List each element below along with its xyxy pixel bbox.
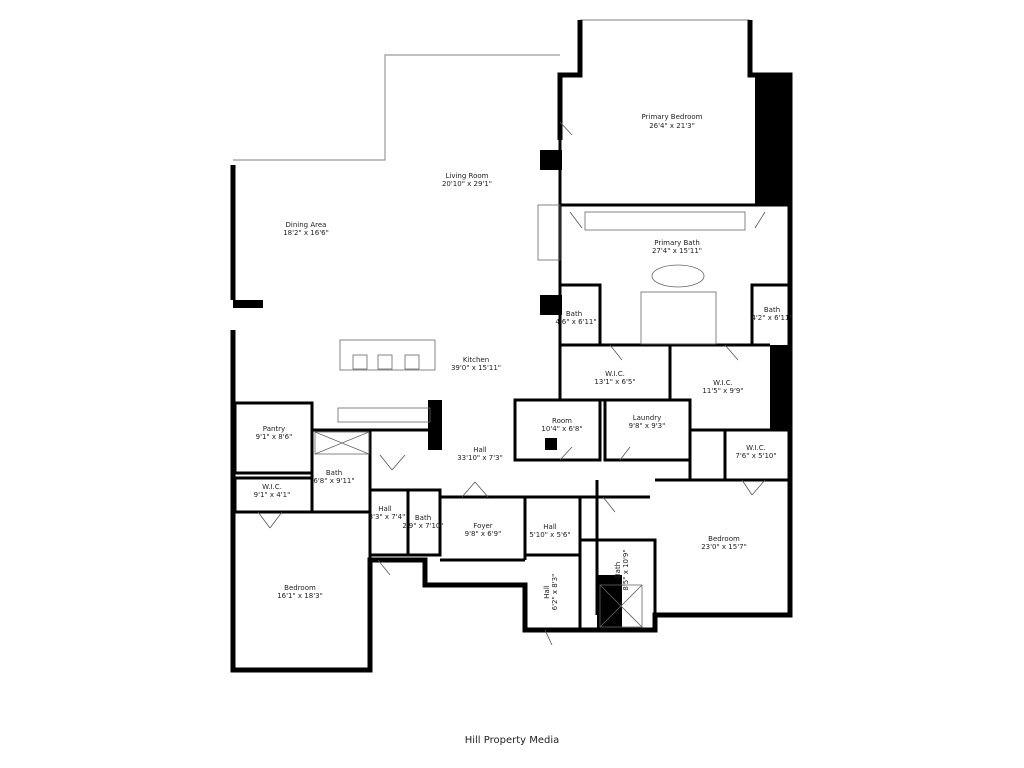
room-name: Pantry [263, 425, 285, 433]
room-dims: 6'8" x 9'11" [313, 477, 354, 485]
window-north-living [233, 54, 560, 161]
room-dims: 9'8" x 6'9" [465, 530, 502, 538]
room-dims: 4'2" x 6'11" [751, 314, 792, 322]
shower-box [314, 431, 370, 455]
room-dims: 3'3" x 7'4" [369, 513, 406, 521]
room-name: Foyer [473, 522, 493, 530]
room-name: Room [552, 417, 572, 425]
room-name: Hall [543, 523, 556, 531]
room-dims: 33'10" x 7'3" [457, 454, 503, 462]
room-name: Primary Bath [654, 239, 700, 247]
room-name: Hall [473, 446, 486, 454]
kitchen-counter [337, 407, 431, 423]
room-dims: 9'1" x 8'6" [256, 433, 293, 441]
bathtub [651, 264, 705, 288]
room-name: Laundry [633, 414, 662, 422]
room-name: Bedroom [708, 535, 740, 543]
room-dims: 7'6" x 5'10" [735, 452, 776, 460]
room-name: Dining Area [286, 221, 327, 229]
room-name: Primary Bedroom [642, 113, 703, 121]
room-name: Bedroom [284, 584, 316, 592]
room-name: W.I.C. [713, 379, 733, 387]
vanity [584, 211, 746, 231]
room-name: Bath [415, 514, 431, 522]
room-name: W.I.C. [746, 444, 766, 452]
fixtures [314, 204, 746, 628]
room-dims: 18'2" x 16'6" [283, 229, 329, 237]
room-dims: 4'6" x 6'11" [555, 318, 596, 326]
shower [640, 291, 717, 345]
room-dims: 13'1" x 6'5" [594, 378, 635, 386]
room-name: W.I.C. [605, 370, 625, 378]
room-dims: 11'5" x 9'9" [702, 387, 743, 395]
kitchen-island [339, 339, 436, 371]
room-dims: 6'2" x 8'3" [551, 574, 559, 611]
room-dims: 20'10" x 29'1" [442, 180, 492, 188]
room-dims: 27'4" x 15'11" [652, 247, 702, 255]
room-name: Bath [326, 469, 342, 477]
fireplace [537, 204, 561, 261]
stool [377, 354, 393, 370]
room-name: Hall [543, 585, 551, 598]
room-dims: 9'8" x 9'3" [629, 422, 666, 430]
room-dims: 5'10" x 5'6" [529, 531, 570, 539]
shower-box [599, 584, 643, 628]
room-name: W.I.C. [262, 483, 282, 491]
room-dims: 39'0" x 15'11" [451, 364, 501, 372]
room-dims: 26'4" x 21'3" [649, 122, 695, 130]
room-dims: 9'1" x 4'1" [254, 491, 291, 499]
credit-text: Hill Property Media [464, 735, 560, 746]
room-dims: 23'0" x 15'7" [701, 543, 747, 551]
room-dims: 2'9" x 7'10" [402, 522, 443, 530]
room-dims: 8'5" x 10'9" [622, 549, 630, 590]
stool [404, 354, 420, 370]
interior-walls [233, 140, 790, 670]
room-name: Kitchen [463, 356, 489, 364]
doors [257, 121, 766, 646]
room-name: Bath [764, 306, 780, 314]
room-name: Bath [566, 310, 582, 318]
room-labels: Primary Bedroom 26'4" x 21'3" Living Roo… [254, 113, 793, 610]
room-dims: 10'4" x 6'8" [541, 425, 582, 433]
room-name: Hall [378, 505, 391, 513]
room-name: Bath [614, 562, 622, 578]
stool [352, 354, 368, 370]
room-name: Living Room [446, 172, 489, 180]
room-dims: 16'1" x 18'3" [277, 592, 323, 600]
